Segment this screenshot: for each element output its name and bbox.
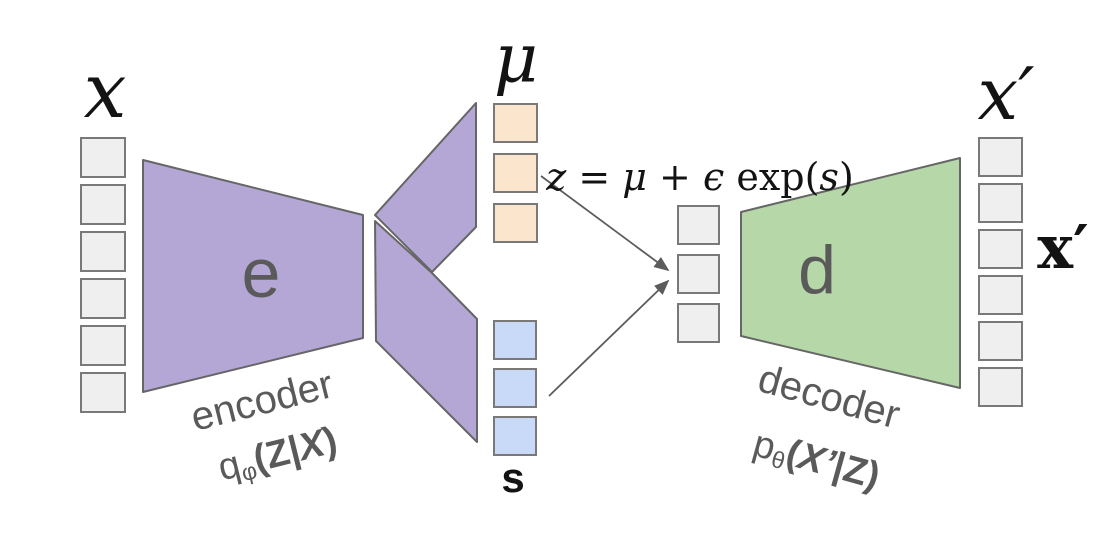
sampling-formula: z = μ + ϵ exp(s) xyxy=(546,158,854,196)
vector-cell xyxy=(677,205,720,245)
mu-fan-shape xyxy=(374,102,477,273)
vector-cell xyxy=(978,321,1023,361)
vector-cell xyxy=(493,416,537,456)
formula-close: ) xyxy=(838,155,854,199)
output-vector-label: x′ xyxy=(1037,213,1089,283)
vector-cell xyxy=(978,275,1023,315)
vector-cell xyxy=(493,368,537,408)
vector-cell xyxy=(493,153,538,193)
vector-cell xyxy=(80,231,126,272)
arrow-s-to-z xyxy=(548,279,670,397)
encoder-trapezoid xyxy=(142,159,364,393)
vector-cell xyxy=(677,303,720,343)
vector-cell xyxy=(80,372,126,413)
formula-mu: μ xyxy=(622,155,647,199)
z-vector xyxy=(677,205,720,343)
vector-cell xyxy=(493,203,538,243)
vector-cell xyxy=(978,137,1023,177)
vector-cell xyxy=(978,229,1023,269)
arrow-mu-to-z xyxy=(540,175,670,272)
vector-cell xyxy=(493,320,537,360)
vector-cell xyxy=(493,103,538,143)
mu-label: μ xyxy=(493,20,539,99)
vector-cell xyxy=(677,254,720,294)
output-vector xyxy=(978,137,1023,407)
vector-cell xyxy=(978,183,1023,223)
formula-exp: exp( xyxy=(724,155,820,199)
s-fan-shape xyxy=(374,220,478,443)
vector-cell xyxy=(80,278,126,319)
encoder-letter: e xyxy=(241,234,281,312)
output-label: x′ xyxy=(977,52,1035,136)
formula-eq: = xyxy=(566,155,623,199)
vector-cell xyxy=(80,325,126,366)
decoder-trapezoid xyxy=(740,157,961,389)
s-vector xyxy=(493,320,537,456)
formula-plus: + xyxy=(646,155,703,199)
input-label: x xyxy=(83,46,127,135)
decoder-letter: d xyxy=(798,232,836,308)
vector-cell xyxy=(80,137,126,178)
mu-vector xyxy=(493,103,538,243)
vector-cell xyxy=(978,367,1023,407)
s-label: s xyxy=(501,454,525,501)
vector-cell xyxy=(80,184,126,225)
formula-s: s xyxy=(819,155,839,199)
input-vector xyxy=(80,137,126,413)
formula-z: z xyxy=(546,155,567,199)
formula-epsilon: ϵ xyxy=(702,155,725,199)
